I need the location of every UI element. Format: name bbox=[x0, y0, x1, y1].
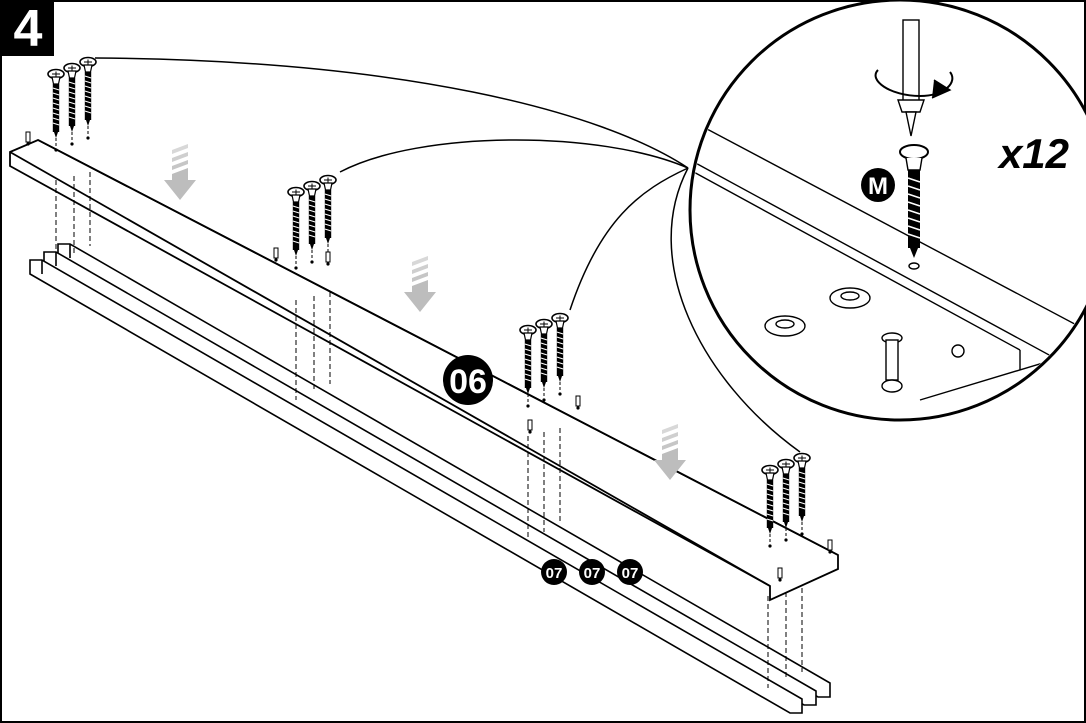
rail-label-badge bbox=[541, 559, 567, 585]
down-arrows bbox=[164, 144, 686, 480]
down-arrow-icon bbox=[404, 256, 436, 312]
rail-label: 07 bbox=[584, 565, 601, 582]
board-label-badge bbox=[443, 355, 493, 405]
down-arrow-icon bbox=[164, 144, 196, 200]
screw-trio-1 bbox=[48, 58, 96, 152]
rail-label: 07 bbox=[622, 565, 639, 582]
rail-label-badge bbox=[579, 559, 605, 585]
alignment-lines bbox=[55, 172, 803, 688]
rail-label: 07 bbox=[546, 565, 563, 582]
board-label: 06 bbox=[449, 363, 487, 401]
rail-label-badge bbox=[617, 559, 643, 585]
part-labels: 06 07 07 07 bbox=[443, 355, 643, 585]
rails-group bbox=[29, 243, 831, 714]
hardware-letter: M bbox=[868, 173, 888, 200]
board-06 bbox=[9, 139, 839, 602]
leader-lines bbox=[94, 57, 801, 453]
step-number-badge: 4 bbox=[2, 2, 54, 56]
hardware-letter-badge bbox=[861, 168, 895, 202]
detail-magnifier: M x12 bbox=[688, 0, 1086, 422]
hardware-quantity: x12 bbox=[997, 130, 1069, 177]
